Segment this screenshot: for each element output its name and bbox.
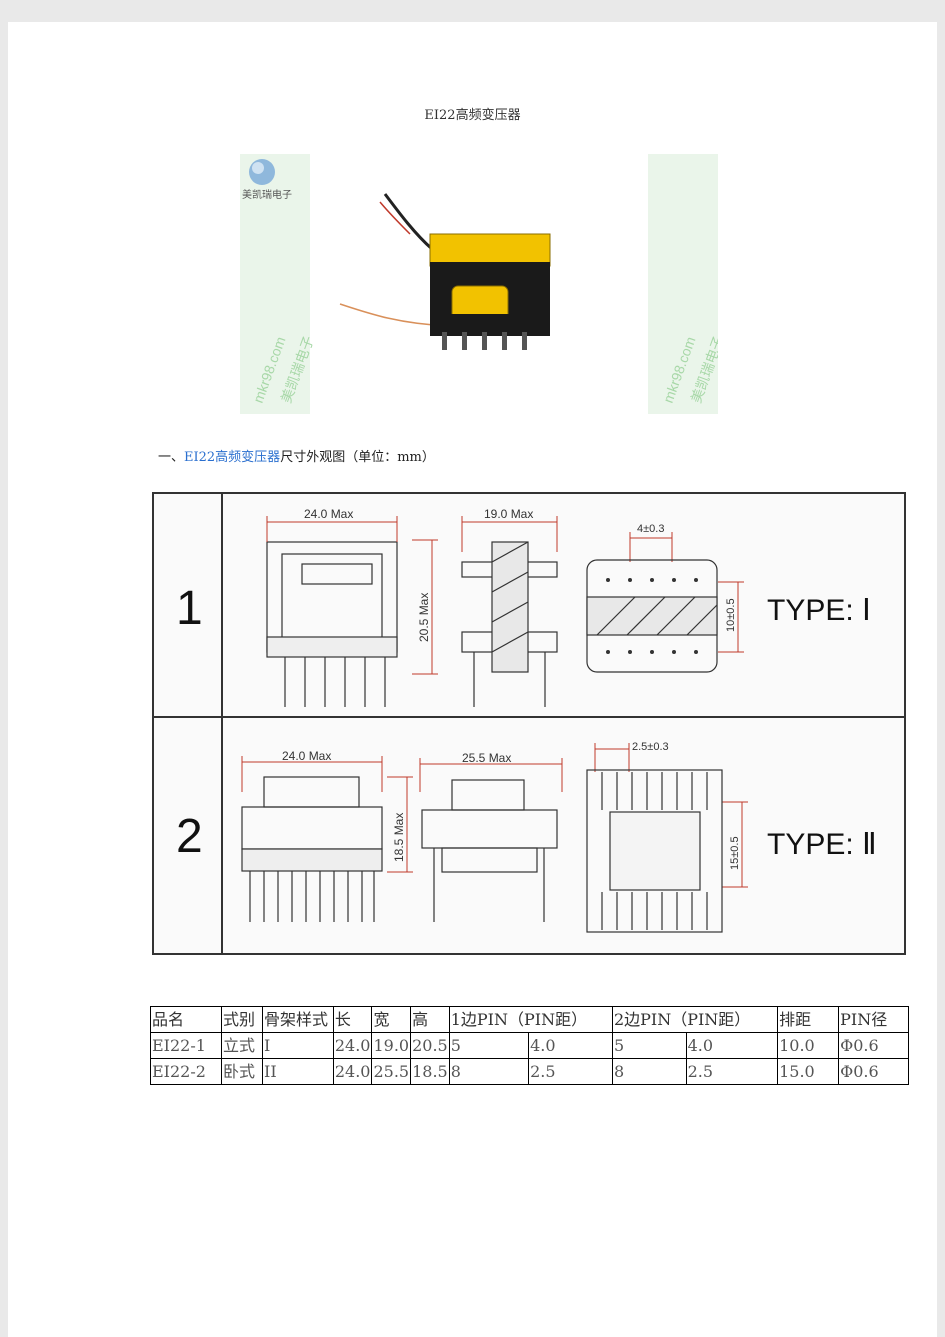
brand-logo: 美凯瑞电子 — [242, 159, 292, 201]
cell-pin-dia: Φ0.6 — [838, 1032, 909, 1059]
drawing-row-1-number: 1 — [176, 582, 203, 635]
type1-label: TYPE: Ⅰ — [767, 594, 871, 627]
type2-bottom-view — [586, 769, 723, 933]
cell-name: EI22-1 — [150, 1032, 222, 1059]
header-style: 式别 — [220, 1006, 264, 1033]
type1-dim-pitch: 4±0.3 — [637, 523, 664, 535]
cell-side2-pitch: 2.5 — [685, 1058, 779, 1085]
section-link[interactable]: EI22高频变压器 — [184, 450, 281, 465]
table-row: EI22-2 卧式 II 24.0 25.5 18.5 8 2.5 8 2.5 … — [150, 1058, 909, 1085]
type1-dim-width: 19.0 Max — [484, 507, 533, 521]
header-pin-dia: PIN径 — [838, 1006, 909, 1033]
header-side1: 1边PIN（PIN距） — [448, 1006, 613, 1033]
section-heading: 一、EI22高频变压器尺寸外观图（单位：mm） — [158, 446, 435, 465]
header-height: 高 — [410, 1006, 450, 1033]
header-name: 品名 — [150, 1006, 222, 1033]
type2-dim-lines — [241, 743, 748, 888]
type1-dim-row: 10±0.5 — [725, 598, 737, 632]
header-bobbin: 骨架样式 — [262, 1006, 334, 1033]
table-header-row: 品名 式别 骨架样式 长 宽 高 1边PIN（PIN距） 2边PIN（PIN距）… — [150, 1006, 909, 1033]
page-title: EI22高频变压器 — [424, 108, 521, 123]
cell-side1-pitch: 4.0 — [528, 1032, 613, 1059]
cell-height: 18.5 — [410, 1058, 450, 1085]
drawing-row-2-number: 2 — [176, 810, 203, 863]
cell-length: 24.0 — [332, 1058, 373, 1085]
cell-style: 卧式 — [220, 1058, 264, 1085]
type2-side-view — [421, 779, 558, 922]
cell-width: 19.0 — [371, 1032, 412, 1059]
type1-pin-dots — [606, 578, 698, 654]
cell-side2-pins: 5 — [611, 1032, 687, 1059]
type1-side-view — [461, 541, 558, 707]
type2-dim-row: 15±0.5 — [729, 836, 741, 870]
type2-dim-height: 18.5 Max — [392, 813, 406, 862]
header-row-spacing: 排距 — [777, 1006, 840, 1033]
type2-dim-width: 25.5 Max — [462, 751, 511, 765]
product-photo: mkr98.com 美凯瑞电子 mkr98.com 美凯瑞电子 美凯瑞电子 — [240, 154, 718, 414]
type2-label: TYPE: Ⅱ — [767, 828, 877, 861]
cell-side2-pitch: 4.0 — [685, 1032, 779, 1059]
cell-bobbin: II — [262, 1058, 334, 1085]
header-side2: 2边PIN（PIN距） — [611, 1006, 779, 1033]
section-suffix: 尺寸外观图（单位：mm） — [280, 450, 435, 465]
cell-name: EI22-2 — [150, 1058, 222, 1085]
cell-side1-pitch: 2.5 — [528, 1058, 613, 1085]
type1-dim-length: 24.0 Max — [304, 507, 353, 521]
brand-logo-text: 美凯瑞电子 — [242, 188, 292, 201]
cell-side1-pins: 8 — [448, 1058, 530, 1085]
type1-dim-height: 20.5 Max — [417, 593, 431, 642]
cell-side1-pins: 5 — [448, 1032, 530, 1059]
header-length: 长 — [332, 1006, 373, 1033]
cell-width: 25.5 — [371, 1058, 412, 1085]
type2-dim-pitch: 2.5±0.3 — [632, 741, 669, 753]
type1-front-view — [266, 541, 398, 707]
table-row: EI22-1 立式 I 24.0 19.0 20.5 5 4.0 5 4.0 1… — [150, 1032, 909, 1059]
section-prefix: 一、 — [158, 450, 185, 465]
type2-dim-length: 24.0 Max — [282, 749, 331, 763]
type2-front-view — [241, 776, 383, 922]
cell-side2-pins: 8 — [611, 1058, 687, 1085]
type1-dim-lines — [266, 516, 744, 675]
cell-row-spacing: 10.0 — [777, 1032, 840, 1059]
cell-height: 20.5 — [410, 1032, 450, 1059]
cell-length: 24.0 — [332, 1032, 373, 1059]
dimension-drawing: 1 2 24.0 Max 20.5 Max — [152, 492, 907, 956]
cell-row-spacing: 15.0 — [777, 1058, 840, 1085]
cell-style: 立式 — [220, 1032, 264, 1059]
cell-bobbin: I — [262, 1032, 334, 1059]
spec-table: 品名 式别 骨架样式 长 宽 高 1边PIN（PIN距） 2边PIN（PIN距）… — [150, 1006, 909, 1085]
header-width: 宽 — [371, 1006, 412, 1033]
cell-pin-dia: Φ0.6 — [838, 1058, 909, 1085]
type1-bottom-view — [586, 559, 718, 673]
